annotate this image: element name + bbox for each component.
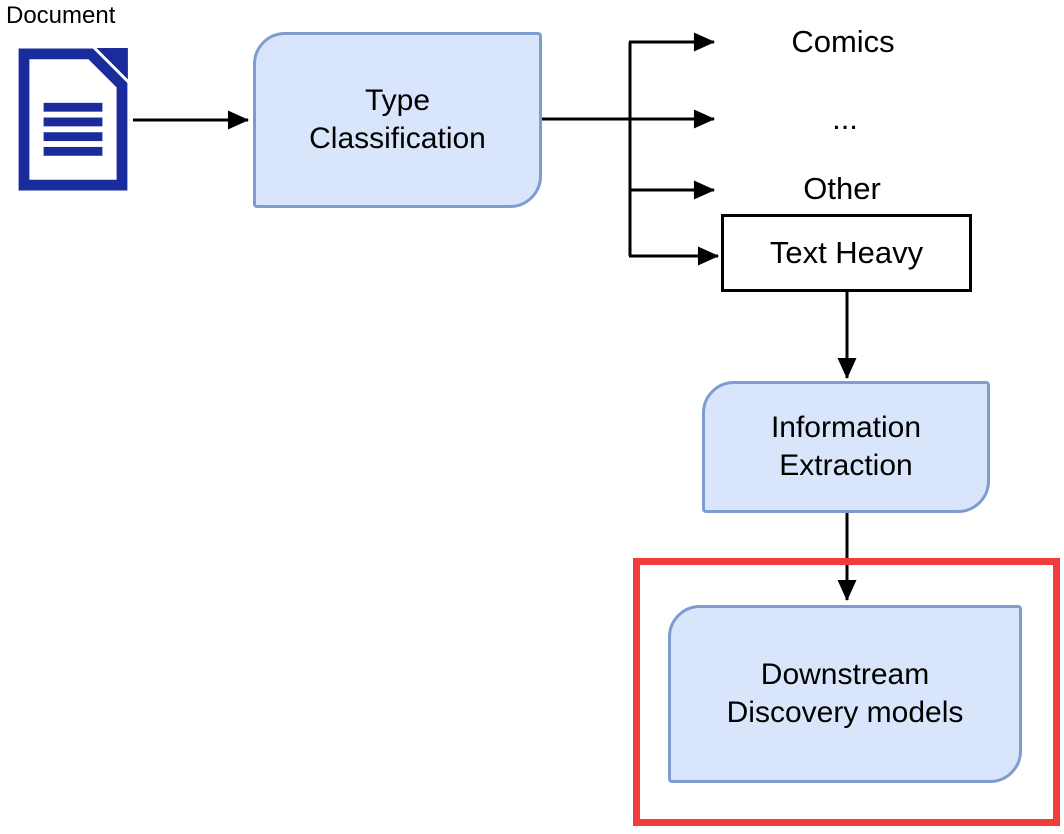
- highlight-rectangle: [633, 558, 1060, 826]
- branch-label-comics: Comics: [791, 24, 895, 59]
- node-text-heavy-label: Text Heavy: [769, 235, 924, 270]
- node-type-classification-line2: Classification: [309, 122, 486, 155]
- node-text-heavy: Text Heavy: [721, 214, 972, 292]
- node-downstream-line2: Discovery models: [726, 696, 964, 729]
- node-information-extraction: Information Extraction: [702, 381, 990, 513]
- node-downstream-line1: Downstream: [760, 658, 930, 691]
- node-type-classification-line1: Type: [364, 84, 431, 117]
- branch-label-other: Other: [803, 171, 881, 206]
- node-information-extraction-line1: Information: [770, 411, 922, 444]
- node-type-classification: Type Classification: [253, 32, 542, 208]
- document-label: Document: [6, 2, 116, 29]
- node-information-extraction-line2: Extraction: [779, 449, 913, 482]
- document-icon: [16, 46, 130, 193]
- branch-label-ellipsis: ...: [832, 101, 858, 136]
- node-downstream-discovery-models: Downstream Discovery models: [668, 605, 1022, 783]
